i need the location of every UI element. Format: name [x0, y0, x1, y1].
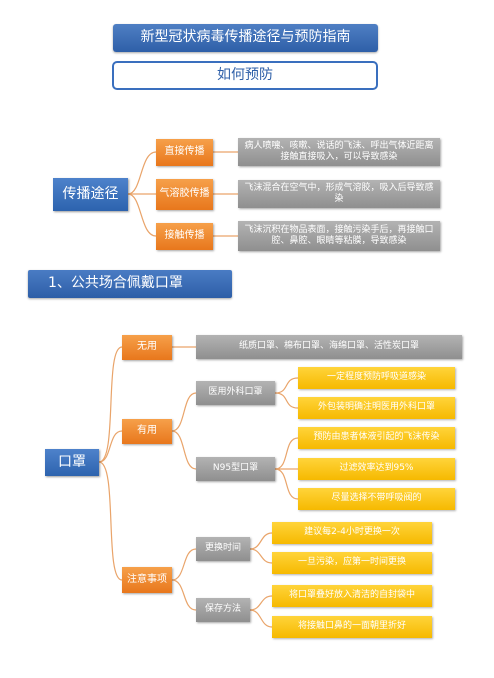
mask-type-surgical: 医用外科口罩	[196, 381, 275, 405]
n95-note-1: 预防由患者体液引起的飞沫传染	[298, 427, 455, 449]
replace-note-1: 建议每2-4小时更换一次	[272, 522, 432, 544]
transmission-desc-contact: 飞沫沉积在物品表面，接触污染手后，再接触口腔、鼻腔、眼睛等粘膜，导致感染	[238, 221, 440, 251]
transmission-desc-aerosol: 飞沫混合在空气中，形成气溶胶，吸入后导致感染	[238, 180, 440, 208]
mask-branch-useless: 无用	[122, 335, 172, 360]
mask-branch-attention: 注意事项	[122, 567, 172, 593]
page-subtitle: 如何预防	[112, 61, 378, 90]
surgical-note-1: 一定程度预防呼吸道感染	[298, 367, 455, 389]
mask-type-n95: N95型口罩	[196, 457, 275, 481]
transmission-desc-direct: 病人喷嚏、咳嗽、说话的飞沫、呼出气体近距离接触直接吸入，可以导致感染	[238, 138, 440, 166]
attention-storage-method: 保存方法	[196, 598, 250, 622]
mask-useless-desc: 纸质口罩、棉布口罩、海绵口罩、活性炭口罩	[196, 335, 462, 359]
section-heading: 1、公共场合佩戴口罩	[28, 270, 232, 298]
surgical-note-2: 外包装明确注明医用外科口罩	[298, 397, 455, 419]
storage-note-2: 将接触口鼻的一面朝里折好	[272, 616, 432, 638]
page-title: 新型冠状病毒传播途径与预防指南	[113, 24, 378, 52]
replace-note-2: 一旦污染，应第一时间更换	[272, 552, 432, 574]
n95-note-2: 过滤效率达到95%	[298, 458, 455, 480]
mask-branch-useful: 有用	[122, 419, 172, 444]
transmission-branch-aerosol: 气溶胶传播	[156, 179, 213, 210]
storage-note-1: 将口罩叠好放入清洁的自封袋中	[272, 585, 432, 607]
transmission-branch-contact: 接触传播	[156, 223, 213, 250]
attention-replace-time: 更换时间	[196, 537, 250, 561]
mask-root-node: 口罩	[45, 449, 99, 476]
transmission-branch-direct: 直接传播	[156, 139, 213, 166]
n95-note-3: 尽量选择不带呼吸阀的	[298, 488, 455, 510]
transmission-root-node: 传播途径	[53, 178, 128, 211]
